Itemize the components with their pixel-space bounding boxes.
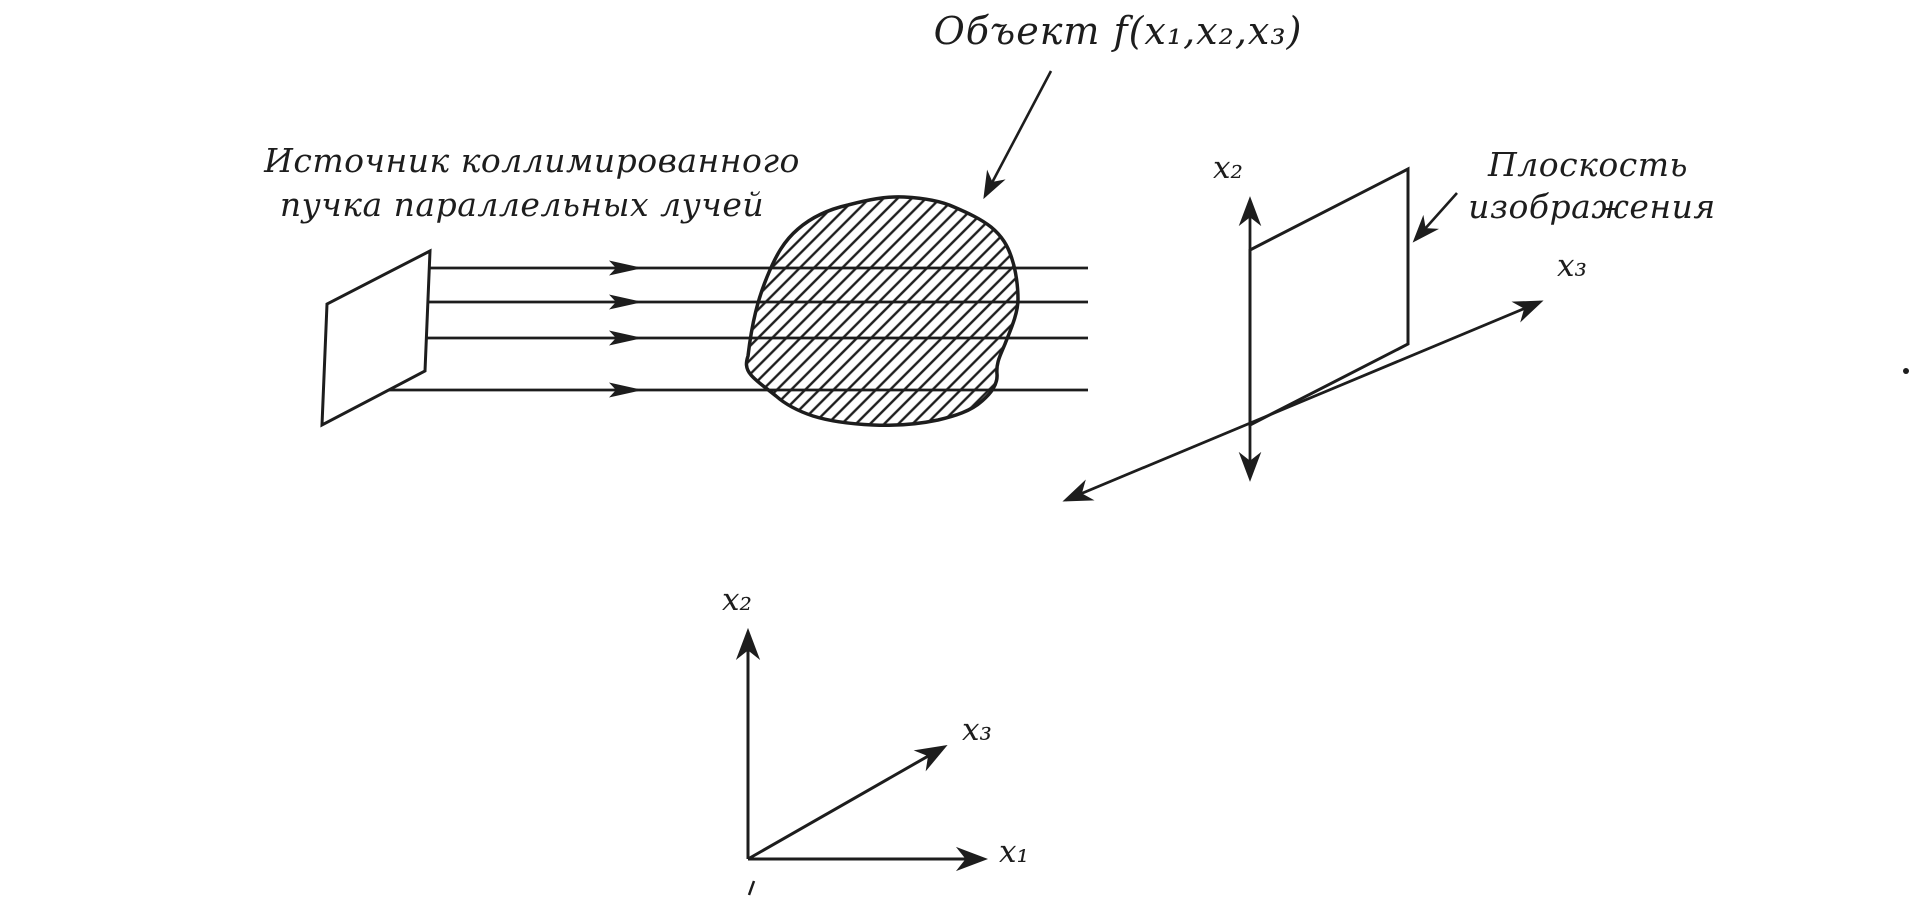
ray-arrowhead-1 bbox=[609, 260, 643, 276]
coordinate-system bbox=[735, 627, 989, 872]
plane-x3-axis-label: x₃ bbox=[1557, 248, 1587, 284]
ray-arrowhead-3 bbox=[609, 330, 643, 346]
source-label-line1: Источник коллимированного bbox=[264, 141, 800, 180]
image-plane-label-line1: Плоскость bbox=[1488, 145, 1688, 184]
source-label-line2: пучка параллельных лучей bbox=[279, 185, 765, 224]
object-label: Объект f(x₁,x₂,x₃) bbox=[933, 9, 1303, 53]
plane-x2-axis-label: x₂ bbox=[1213, 150, 1243, 186]
source-panel bbox=[320, 248, 432, 428]
plane-leader-arrow bbox=[1412, 192, 1458, 243]
ray-arrowheads bbox=[609, 260, 643, 398]
plane-x3-axis bbox=[1062, 300, 1544, 502]
image-plane-label-line2: изображения bbox=[1468, 187, 1716, 226]
coord-x3-axis bbox=[747, 744, 948, 861]
ray-arrowhead-2 bbox=[609, 294, 643, 310]
image-plane bbox=[1248, 166, 1410, 428]
coord-x3-axis-label: x₃ bbox=[962, 712, 992, 748]
print-artifact-dot bbox=[1903, 368, 1909, 374]
ray-arrowhead-4 bbox=[609, 382, 643, 398]
object-leader-arrow bbox=[983, 70, 1053, 200]
coord-x1-axis-label: x₁ bbox=[999, 834, 1029, 870]
print-artifact-tick bbox=[747, 880, 756, 896]
object-blob bbox=[744, 195, 1020, 427]
coord-x2-axis-label: x₂ bbox=[722, 582, 752, 618]
